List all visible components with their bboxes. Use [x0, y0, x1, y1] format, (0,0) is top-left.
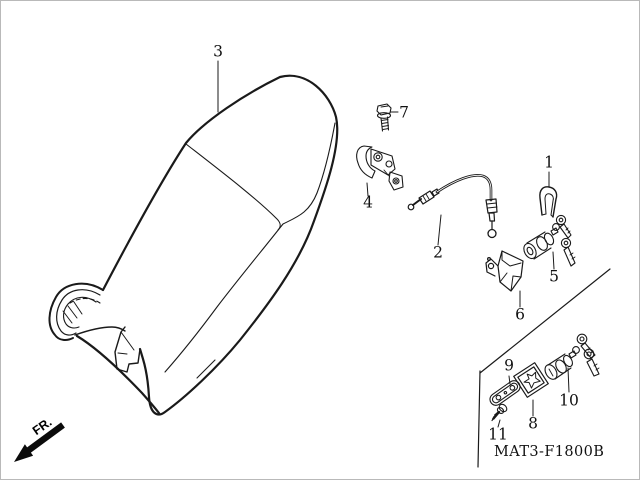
callout-label-8: 8	[528, 414, 538, 433]
callout-label-9: 9	[504, 356, 514, 375]
escutcheon-plate-icon	[513, 362, 549, 398]
callout-label-3: 3	[213, 42, 223, 61]
seat-lock-clip-icon	[539, 186, 558, 218]
seat-assembly-icon	[48, 74, 339, 416]
callout-label-6: 6	[515, 305, 525, 324]
lock-bracket-icon	[485, 250, 524, 292]
screw-icon	[491, 403, 508, 422]
callout-label-11: 11	[488, 425, 508, 444]
seat-lock-cable-icon	[407, 174, 498, 239]
seat-latch-icon	[356, 145, 404, 191]
lock-barrel-keys-icon	[544, 333, 600, 380]
part-code: MAT3-F1800B	[494, 444, 605, 460]
callout-label-10: 10	[559, 391, 579, 410]
flange-bolt-icon	[376, 103, 392, 132]
callout-label-4: 4	[363, 193, 373, 212]
callout-label-7: 7	[399, 103, 409, 122]
setting-plate-icon	[489, 380, 521, 406]
callout-label-1: 1	[544, 153, 554, 172]
callout-label-5: 5	[549, 267, 559, 286]
leader-lines	[217, 60, 570, 428]
front-direction-arrow-icon	[14, 422, 65, 462]
lock-cylinder-keys-icon	[523, 214, 576, 267]
callout-label-2: 2	[433, 243, 443, 262]
section-divider-lines	[477, 268, 611, 468]
